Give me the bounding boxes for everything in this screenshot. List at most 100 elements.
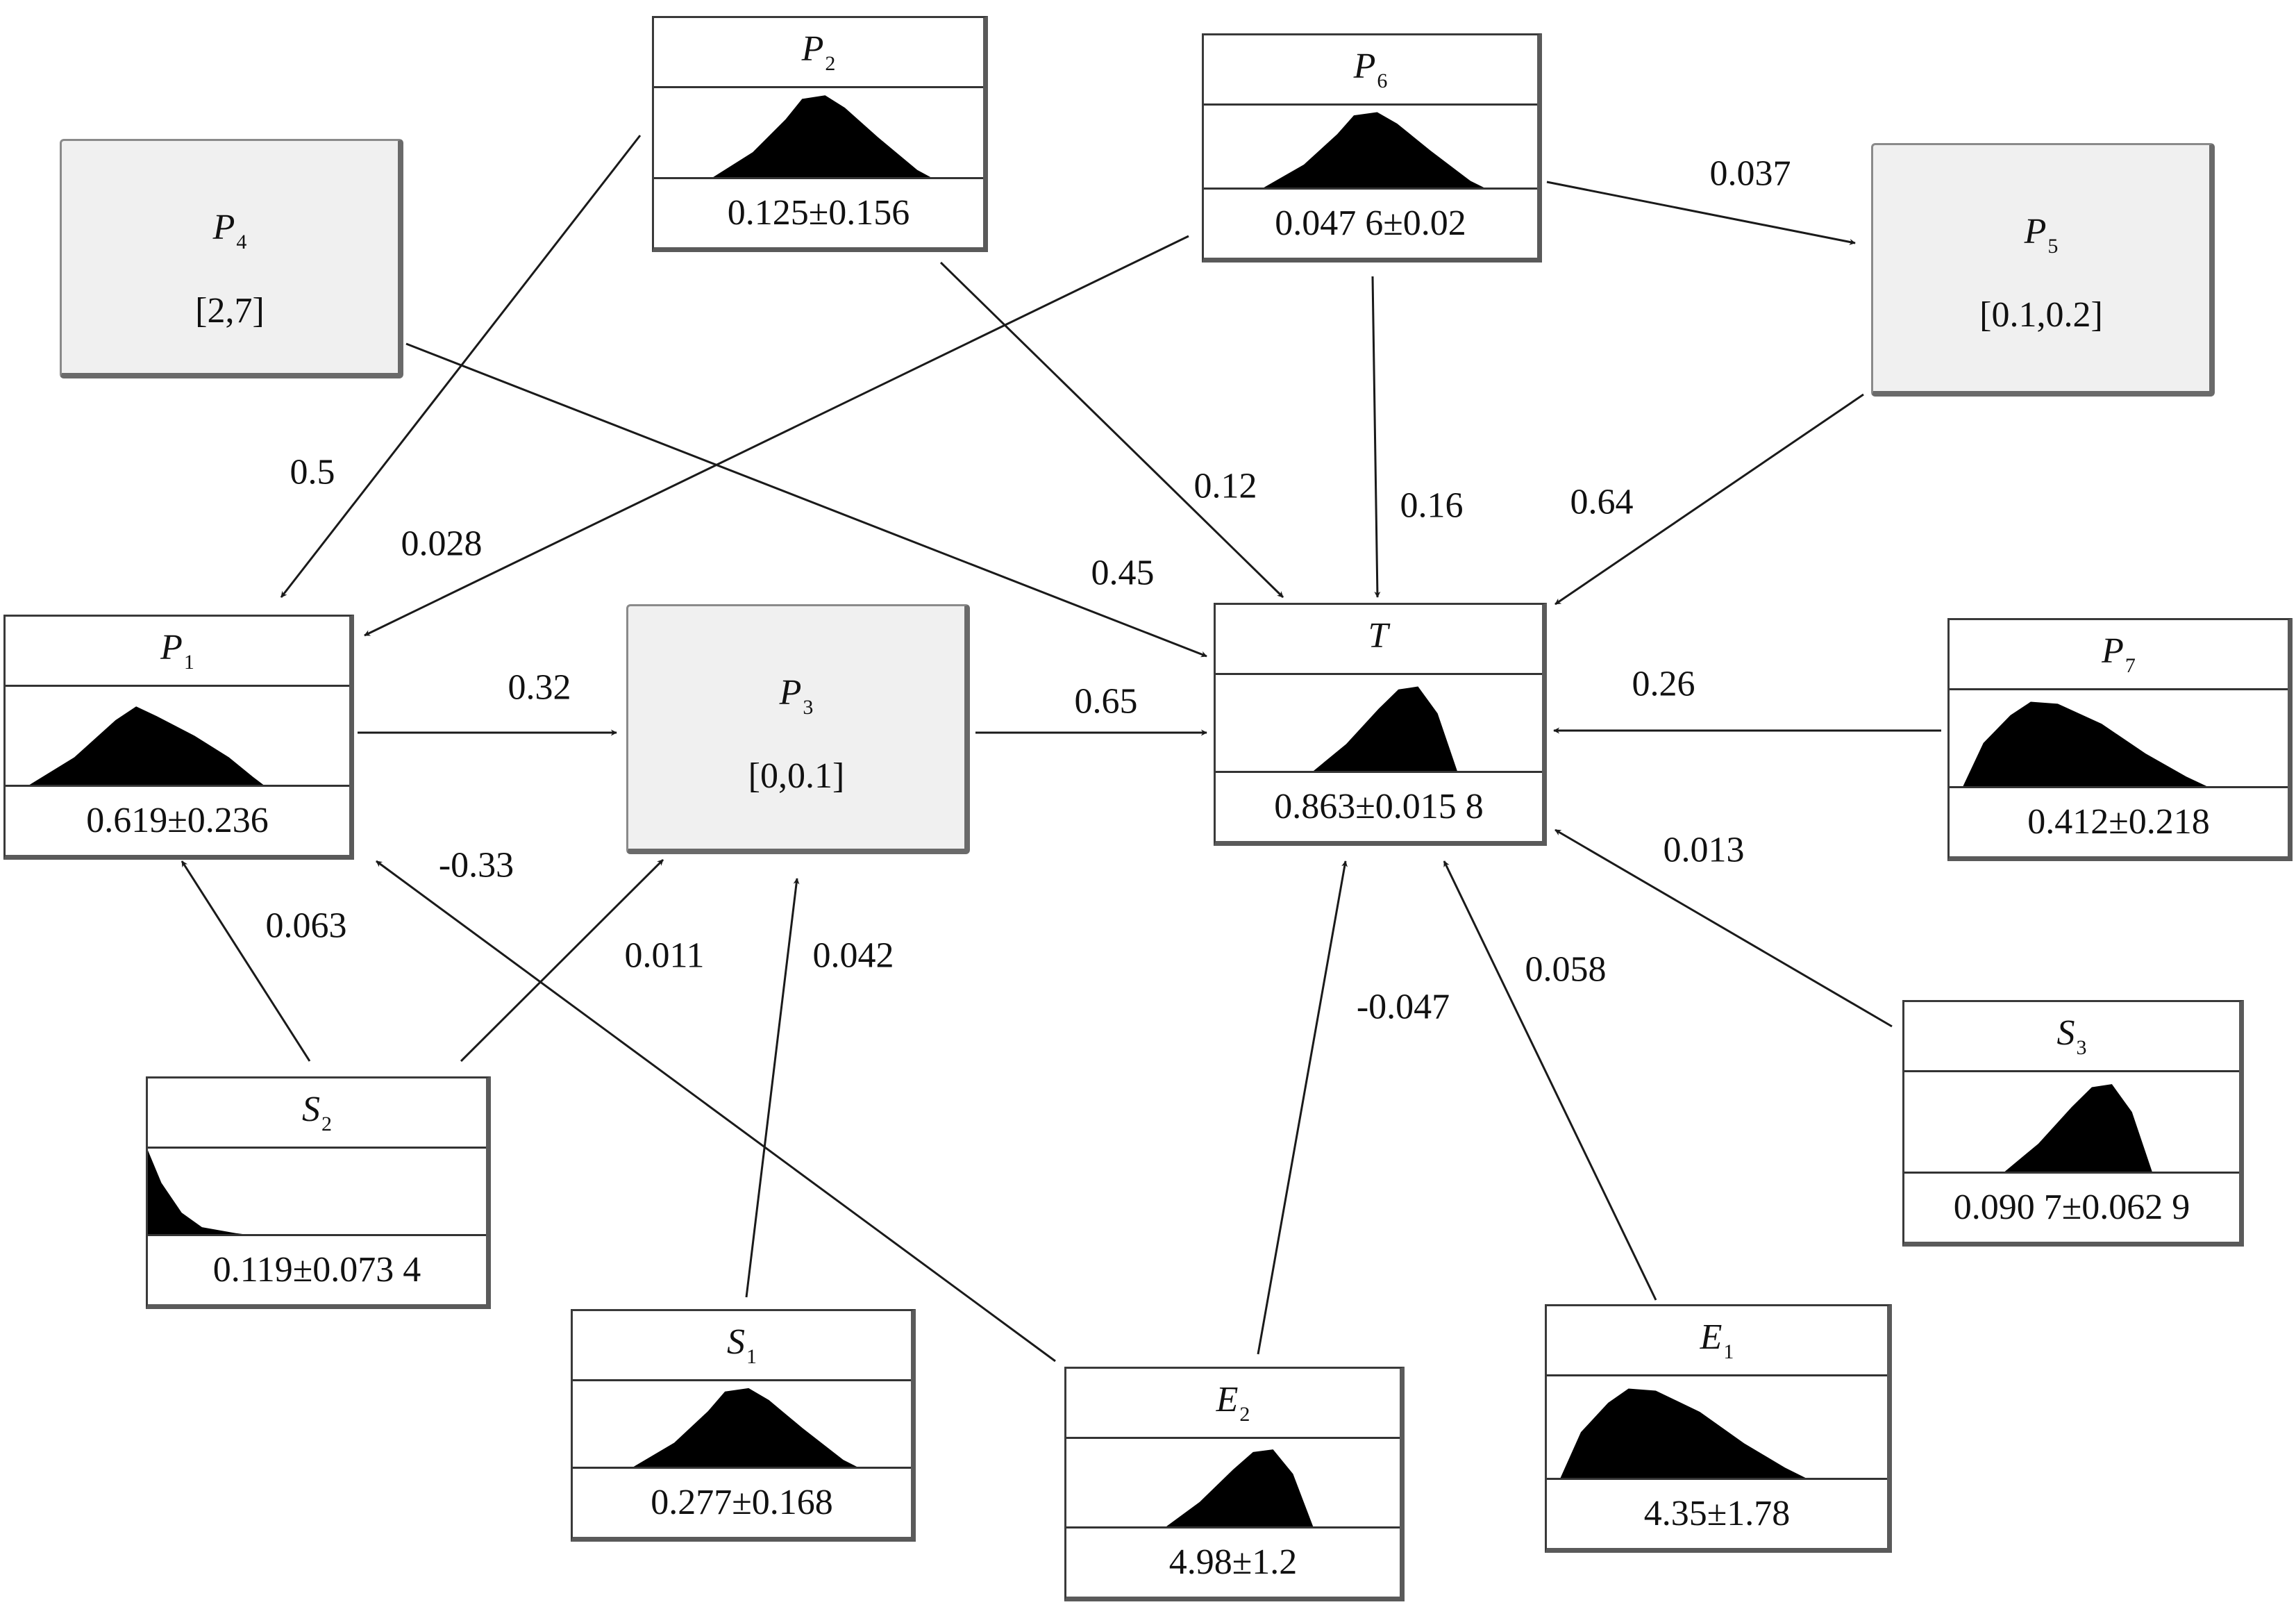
- edge-label-S3-T: 0.013: [1663, 830, 1745, 870]
- edge-label-P6-P5: 0.037: [1709, 153, 1791, 194]
- node-P3-letter: P: [779, 673, 802, 713]
- node-S1-value: 0.277±0.168: [651, 1483, 833, 1522]
- node-S2-distribution-plot: [148, 1149, 486, 1236]
- node-T-letter: T: [1368, 616, 1389, 656]
- edge-label-P1-P3: 0.32: [508, 667, 571, 708]
- node-T-value: 0.863±0.015 8: [1274, 787, 1484, 826]
- edge-label-P2-T: 0.12: [1193, 466, 1257, 506]
- edge-P4-to-T: [405, 342, 1207, 658]
- node-E2-letter: E: [1216, 1380, 1239, 1419]
- node-P6-distribution-plot: [1204, 106, 1537, 190]
- node-P7-sub: 7: [2125, 654, 2136, 677]
- distribution-T-svg: [1314, 686, 1457, 771]
- distribution-P7-svg: [1963, 701, 2207, 786]
- edge-S1-to-P3: [745, 878, 800, 1298]
- node-P2-sub: 2: [825, 52, 836, 75]
- node-S1-letter: S: [727, 1322, 745, 1362]
- edge-label-P6-P1: 0.028: [401, 524, 483, 564]
- node-P4-letter: P: [212, 208, 235, 247]
- node-T: T 0.863±0.015 8: [1214, 603, 1547, 846]
- edge-E2-to-P1: [376, 860, 1056, 1363]
- node-E2: E2 4.98±1.2: [1064, 1367, 1405, 1601]
- node-P4: P4 [2,7]: [60, 139, 403, 378]
- edge-P2-to-T: [939, 261, 1284, 599]
- node-P6: P6 0.047 6±0.02: [1202, 33, 1542, 263]
- node-P4-sub: 4: [236, 231, 247, 253]
- node-E1-distribution-plot: [1547, 1376, 1887, 1480]
- node-S3-distribution-plot: [1904, 1072, 2239, 1174]
- node-E1-value: 4.35±1.78: [1643, 1494, 1791, 1533]
- edge-P6-to-T: [1371, 276, 1381, 598]
- edge-S3-to-T: [1555, 828, 1893, 1028]
- edge-label-P6-T: 0.16: [1400, 485, 1464, 526]
- node-T-distribution-plot: [1216, 675, 1542, 773]
- distribution-P7-silhouette: [1963, 701, 2207, 786]
- node-E2-sub: 2: [1239, 1403, 1250, 1426]
- edge-P6-to-P1: [364, 235, 1189, 637]
- distribution-T-silhouette: [1314, 686, 1457, 771]
- node-S1: S1 0.277±0.168: [571, 1309, 916, 1542]
- distribution-P2-svg: [713, 95, 931, 177]
- distribution-P1-svg: [29, 706, 264, 785]
- node-S2-letter: S: [302, 1090, 320, 1129]
- node-P7: P7 0.412±0.218: [1947, 618, 2293, 861]
- node-P5-sub: 5: [2047, 235, 2059, 258]
- edge-P6-to-P5: [1546, 181, 1856, 245]
- distribution-S2-silhouette: [148, 1150, 243, 1234]
- node-E2-distribution-plot: [1066, 1439, 1400, 1528]
- node-P1-value: 0.619±0.236: [86, 801, 269, 840]
- node-P2-letter: P: [801, 29, 824, 69]
- node-P3-range: [0,0.1]: [748, 756, 845, 796]
- node-P1-sub: 1: [183, 651, 194, 674]
- node-S2: S2 0.119±0.073 4: [146, 1076, 491, 1309]
- distribution-S3-silhouette: [2004, 1084, 2152, 1172]
- distribution-E1-svg: [1560, 1388, 1806, 1478]
- node-P2-distribution-plot: [654, 88, 983, 179]
- edge-label-P2-P1: 0.5: [290, 452, 335, 492]
- distribution-E2-silhouette: [1166, 1449, 1314, 1526]
- node-P6-letter: P: [1353, 47, 1376, 86]
- node-P7-letter: P: [2102, 631, 2124, 671]
- distribution-S2-svg: [148, 1150, 243, 1234]
- node-P2-value: 0.125±0.156: [727, 193, 910, 233]
- distribution-P2-silhouette: [713, 95, 931, 177]
- edge-label-P3-T: 0.65: [1074, 681, 1138, 722]
- node-P6-sub: 6: [1377, 69, 1388, 92]
- node-P5-letter: P: [2024, 212, 2047, 251]
- node-P1: P1 0.619±0.236: [3, 615, 354, 860]
- node-P5: P5 [0.1,0.2]: [1871, 143, 2215, 397]
- distribution-S1-silhouette: [633, 1388, 857, 1467]
- node-E1-sub: 1: [1723, 1340, 1734, 1363]
- node-P7-distribution-plot: [1950, 690, 2288, 788]
- distribution-S3-svg: [2004, 1084, 2152, 1172]
- node-P1-distribution-plot: [6, 687, 349, 787]
- node-P2: P2 0.125±0.156: [652, 16, 988, 252]
- node-E1-letter: E: [1700, 1317, 1723, 1357]
- edge-S2-to-P3: [460, 858, 664, 1063]
- node-S2-value: 0.119±0.073 4: [212, 1250, 421, 1290]
- edge-label-S2-P1: 0.063: [265, 906, 347, 946]
- edge-E2-to-T: [1257, 860, 1348, 1355]
- edge-label-E1-T: 0.058: [1525, 949, 1607, 990]
- distribution-E2-svg: [1166, 1449, 1314, 1526]
- node-P6-value: 0.047 6±0.02: [1275, 203, 1466, 243]
- node-P3: P3 [0,0.1]: [626, 604, 970, 854]
- distribution-E1-silhouette: [1560, 1388, 1806, 1478]
- node-E2-value: 4.98±1.2: [1168, 1542, 1298, 1582]
- edge-label-E2-P1: -0.33: [438, 845, 514, 885]
- edge-P2-to-P1: [280, 135, 642, 598]
- node-P5-range: [0.1,0.2]: [1979, 295, 2103, 335]
- edge-label-S1-P3: 0.042: [812, 935, 894, 976]
- edge-label-S2-P3: 0.011: [624, 935, 705, 976]
- distribution-P1-silhouette: [29, 706, 264, 785]
- node-P3-sub: 3: [803, 696, 814, 719]
- node-S3-letter: S: [2056, 1013, 2075, 1053]
- node-P1-letter: P: [160, 628, 183, 667]
- node-E1: E1 4.35±1.78: [1545, 1304, 1892, 1553]
- node-S3-sub: 3: [2076, 1036, 2087, 1059]
- node-P4-range: [2,7]: [195, 291, 265, 331]
- edge-label-P5-T: 0.64: [1570, 482, 1634, 522]
- edge-label-P7-T: 0.26: [1632, 664, 1695, 704]
